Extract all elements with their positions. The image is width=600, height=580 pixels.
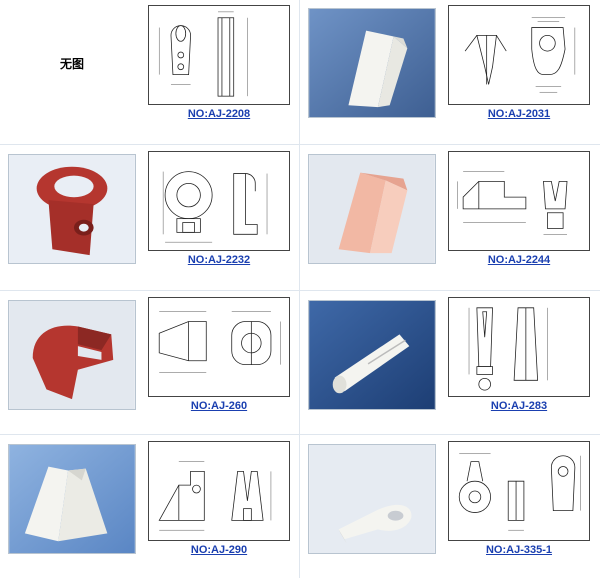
technical-drawing[interactable]: [148, 441, 290, 541]
row-divider: [0, 290, 600, 291]
product-card: NO:AJ-260: [0, 292, 300, 436]
product-code-link[interactable]: NO:AJ-283: [490, 400, 548, 412]
product-code-link[interactable]: NO:AJ-260: [190, 400, 248, 412]
product-card: 无图 NO:AJ-2208: [0, 0, 300, 144]
product-photo[interactable]: [308, 444, 436, 554]
column-divider: [299, 0, 300, 578]
technical-drawing[interactable]: [448, 151, 590, 251]
product-photo[interactable]: [8, 300, 136, 410]
technical-drawing[interactable]: [448, 5, 590, 105]
product-photo[interactable]: [8, 154, 136, 264]
technical-drawing[interactable]: [148, 151, 290, 251]
product-card: NO:AJ-283: [300, 292, 600, 436]
product-code-link[interactable]: NO:AJ-290: [190, 544, 248, 556]
product-card: NO:AJ-2031: [300, 0, 600, 144]
product-card: NO:AJ-290: [0, 436, 300, 580]
product-code-link[interactable]: NO:AJ-335-1: [485, 544, 553, 556]
product-code-link[interactable]: NO:AJ-2244: [487, 254, 551, 266]
technical-drawing[interactable]: [448, 441, 590, 541]
product-photo[interactable]: [308, 154, 436, 264]
product-code-link[interactable]: NO:AJ-2208: [187, 108, 251, 120]
product-photo[interactable]: [308, 300, 436, 410]
product-code-link[interactable]: NO:AJ-2232: [187, 254, 251, 266]
technical-drawing[interactable]: [148, 5, 290, 105]
product-code-link[interactable]: NO:AJ-2031: [487, 108, 551, 120]
technical-drawing[interactable]: [448, 297, 590, 397]
product-card: NO:AJ-2244: [300, 146, 600, 290]
no-image-label: 无图: [59, 56, 84, 71]
row-divider: [0, 434, 600, 435]
technical-drawing[interactable]: [148, 297, 290, 397]
product-photo[interactable]: [8, 444, 136, 554]
product-card: NO:AJ-335-1: [300, 436, 600, 580]
row-divider: [0, 144, 600, 145]
product-photo[interactable]: [308, 8, 436, 118]
product-card: NO:AJ-2232: [0, 146, 300, 290]
